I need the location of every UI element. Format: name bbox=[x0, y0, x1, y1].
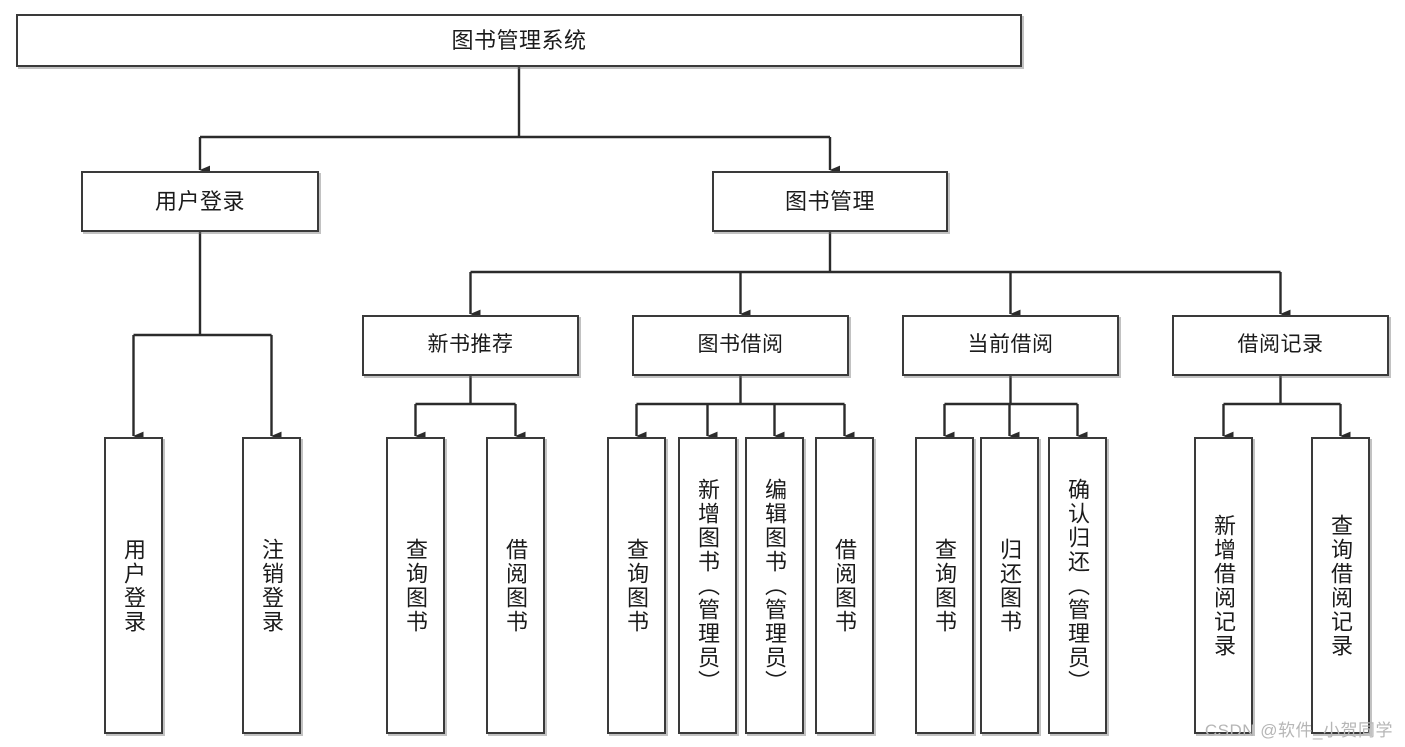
node-leaf-return-book[interactable]: 归还图书 bbox=[980, 437, 1039, 734]
node-label-leaf-edit-book: 编辑图书（管理员） bbox=[762, 477, 788, 694]
node-label-leaf-query-book-1: 查询图书 bbox=[403, 537, 429, 634]
node-leaf-edit-book[interactable]: 编辑图书（管理员） bbox=[745, 437, 804, 734]
node-leaf-borrow-book-1[interactable]: 借阅图书 bbox=[486, 437, 545, 734]
node-book-borrow[interactable]: 图书借阅 bbox=[632, 315, 849, 376]
node-leaf-user-login[interactable]: 用户登录 bbox=[104, 437, 163, 734]
node-borrow-record[interactable]: 借阅记录 bbox=[1172, 315, 1389, 376]
node-leaf-add-record[interactable]: 新增借阅记录 bbox=[1194, 437, 1253, 734]
node-label-borrow-record: 借阅记录 bbox=[1237, 333, 1324, 357]
node-label-leaf-query-record: 查询借阅记录 bbox=[1328, 513, 1354, 658]
node-current-borrow[interactable]: 当前借阅 bbox=[902, 315, 1119, 376]
node-new-book-rec[interactable]: 新书推荐 bbox=[362, 315, 579, 376]
node-label-book-borrow: 图书借阅 bbox=[697, 333, 784, 357]
node-leaf-add-book[interactable]: 新增图书（管理员） bbox=[678, 437, 737, 734]
node-label-root: 图书管理系统 bbox=[451, 27, 587, 53]
node-root[interactable]: 图书管理系统 bbox=[16, 14, 1022, 67]
node-label-leaf-user-logout: 注销登录 bbox=[259, 537, 285, 634]
node-user-login[interactable]: 用户登录 bbox=[81, 171, 319, 232]
node-label-leaf-add-record: 新增借阅记录 bbox=[1211, 513, 1237, 658]
node-leaf-borrow-book-2[interactable]: 借阅图书 bbox=[815, 437, 874, 734]
node-label-leaf-query-book-3: 查询图书 bbox=[932, 537, 958, 634]
node-label-leaf-borrow-book-1: 借阅图书 bbox=[503, 537, 529, 634]
node-label-user-login: 用户登录 bbox=[154, 188, 245, 214]
node-label-leaf-query-book-2: 查询图书 bbox=[624, 537, 650, 634]
node-leaf-query-book-3[interactable]: 查询图书 bbox=[915, 437, 974, 734]
node-leaf-query-record[interactable]: 查询借阅记录 bbox=[1311, 437, 1370, 734]
node-label-leaf-add-book: 新增图书（管理员） bbox=[695, 477, 721, 694]
node-label-leaf-user-login: 用户登录 bbox=[121, 537, 147, 634]
node-label-leaf-borrow-book-2: 借阅图书 bbox=[832, 537, 858, 634]
node-leaf-confirm-return[interactable]: 确认归还（管理员） bbox=[1048, 437, 1107, 734]
node-leaf-query-book-1[interactable]: 查询图书 bbox=[386, 437, 445, 734]
node-leaf-query-book-2[interactable]: 查询图书 bbox=[607, 437, 666, 734]
node-label-book-manage: 图书管理 bbox=[784, 188, 875, 214]
node-leaf-user-logout[interactable]: 注销登录 bbox=[242, 437, 301, 734]
node-book-manage[interactable]: 图书管理 bbox=[712, 171, 948, 232]
node-label-leaf-confirm-return: 确认归还（管理员） bbox=[1065, 477, 1091, 694]
node-label-new-book-rec: 新书推荐 bbox=[427, 333, 514, 357]
node-label-current-borrow: 当前借阅 bbox=[967, 333, 1054, 357]
node-label-leaf-return-book: 归还图书 bbox=[997, 537, 1023, 634]
